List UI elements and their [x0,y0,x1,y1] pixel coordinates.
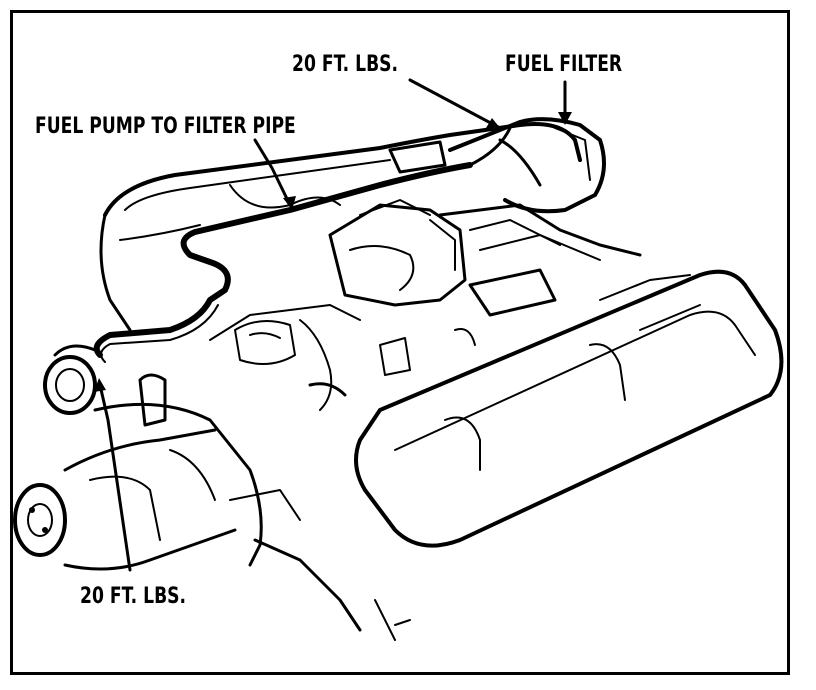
water-pump-pulley [13,428,237,571]
right-valve-cover [354,269,784,548]
fuel-pipe-label: FUEL PUMP TO FILTER PIPE [35,114,296,139]
intake-manifold [209,199,642,411]
fuel-filter-body [388,117,606,214]
figure-border [10,10,790,675]
fuel-pipe [93,126,512,363]
torque-label-upper: 20 FT. LBS. [292,52,399,77]
torque-label-lower: 20 FT. LBS. [80,584,187,609]
leader-lines [94,78,572,572]
fuel-filter-label: FUEL FILTER [505,52,623,77]
timing-cover [93,402,411,641]
fuel-pump [43,344,167,427]
